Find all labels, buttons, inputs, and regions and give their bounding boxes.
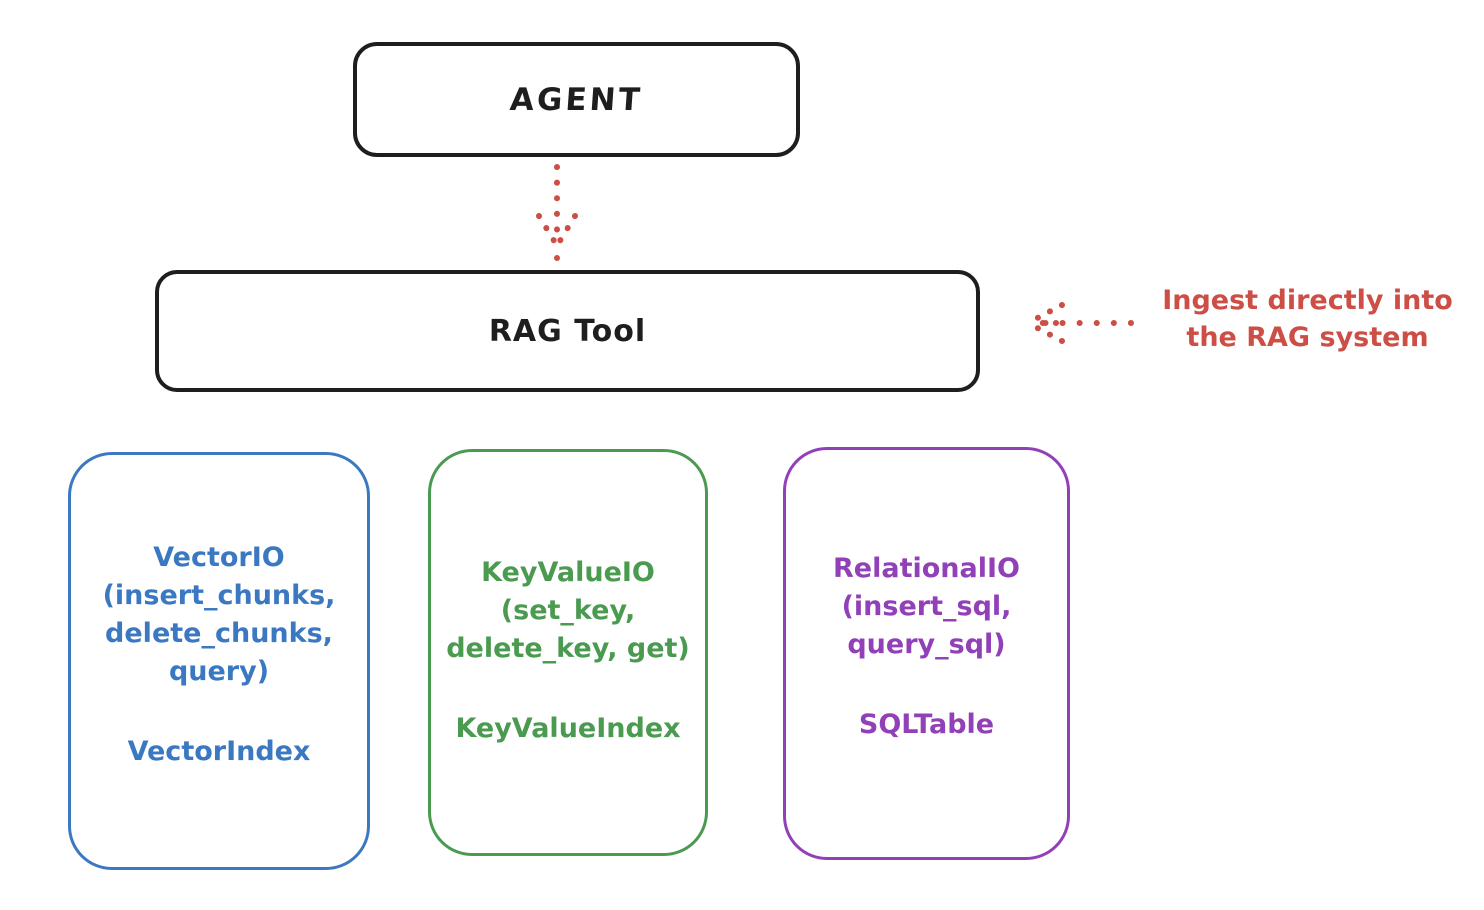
- vector-io-methods-line1: (insert_chunks,: [102, 580, 336, 611]
- store-box-relational-io: RelationalIO (insert_sql, query_sql) SQL…: [783, 447, 1070, 860]
- agent-box: AGENT: [353, 42, 800, 157]
- dotted-down-arrow-icon: [536, 164, 578, 261]
- relational-io-title: RelationalIO: [833, 553, 1020, 584]
- sql-table-label: SQLTable: [858, 709, 995, 740]
- ingest-annotation: Ingest directly into the RAG system: [1135, 282, 1480, 356]
- vector-io-methods-line2: delete_chunks,: [105, 618, 333, 649]
- vector-io-methods-line3: query): [168, 656, 270, 687]
- keyvalue-io-title: KeyValueIO: [481, 557, 655, 588]
- store-box-vector-io: VectorIO (insert_chunks, delete_chunks, …: [68, 452, 370, 870]
- agent-label: AGENT: [508, 81, 645, 118]
- dotted-left-arrow-icon: [1025, 302, 1134, 344]
- rag-tool-box: RAG Tool: [155, 270, 980, 392]
- rag-tool-label: RAG Tool: [488, 313, 647, 349]
- vector-index-label: VectorIndex: [127, 736, 311, 767]
- relational-io-methods-line2: query_sql): [847, 629, 1006, 660]
- keyvalue-io-methods-line2: delete_key, get): [446, 633, 690, 664]
- keyvalue-io-methods-line1: (set_key,: [500, 595, 636, 626]
- vector-io-title: VectorIO: [153, 542, 285, 573]
- relational-io-methods-line1: (insert_sql,: [841, 591, 1012, 622]
- store-box-keyvalue-io: KeyValueIO (set_key, delete_key, get) Ke…: [428, 449, 708, 856]
- ingest-annotation-line2: the RAG system: [1186, 322, 1429, 353]
- keyvalue-index-label: KeyValueIndex: [455, 713, 681, 744]
- ingest-annotation-line1: Ingest directly into: [1162, 285, 1453, 316]
